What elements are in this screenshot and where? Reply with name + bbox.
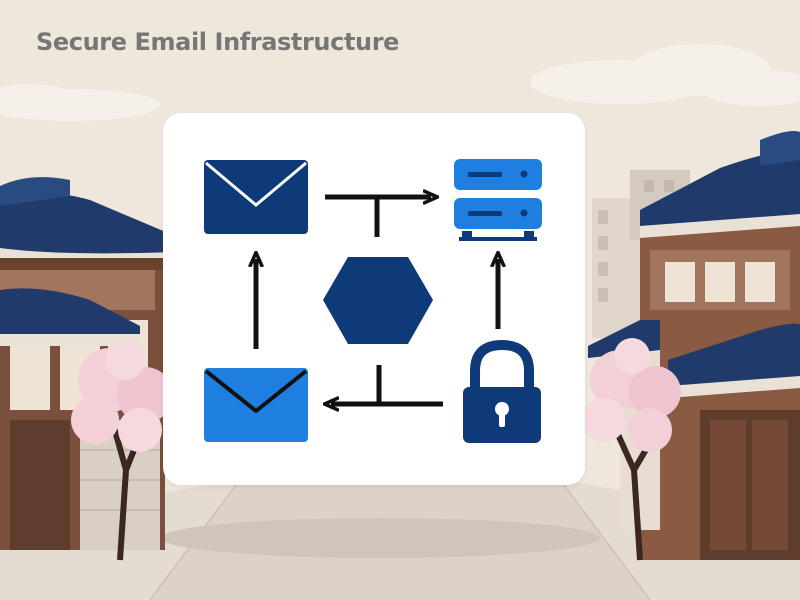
cherry-blossom-tree-right — [582, 338, 681, 561]
cloud — [0, 84, 160, 121]
padlock-icon — [463, 339, 541, 443]
envelope-closed-icon — [204, 160, 308, 234]
street — [0, 479, 800, 600]
hexagon-icon — [323, 257, 433, 344]
server-stack-icon — [454, 159, 542, 241]
cherry-blossom-tree-left — [71, 340, 173, 561]
arrow-sender-to-server — [325, 197, 431, 237]
hanok-roof-left-lower — [0, 288, 140, 346]
email-flow-diagram — [204, 159, 542, 443]
diagram-card — [163, 113, 585, 485]
page-title: Secure Email Infrastructure — [36, 28, 400, 56]
cloud — [530, 44, 800, 106]
arrow-lock-to-recipient — [331, 365, 443, 404]
envelope-open-icon — [204, 368, 308, 442]
